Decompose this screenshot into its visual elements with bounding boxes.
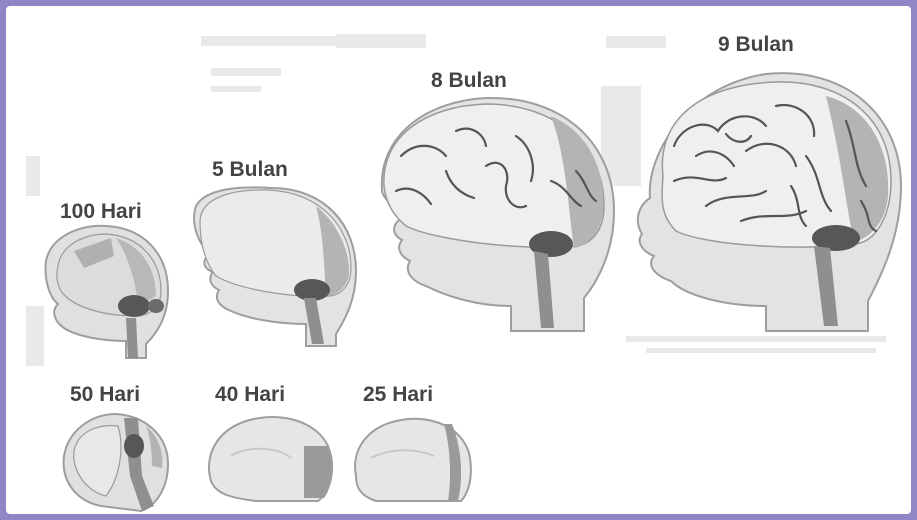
label-100-hari: 100 Hari [60,200,142,224]
label-25-hari: 25 Hari [363,383,433,407]
label-8-bulan: 8 Bulan [431,69,507,93]
label-5-bulan: 5 Bulan [212,158,288,182]
label-40-hari: 40 Hari [215,383,285,407]
label-50-hari: 50 Hari [70,383,140,407]
label-9-bulan: 9 Bulan [718,33,794,57]
